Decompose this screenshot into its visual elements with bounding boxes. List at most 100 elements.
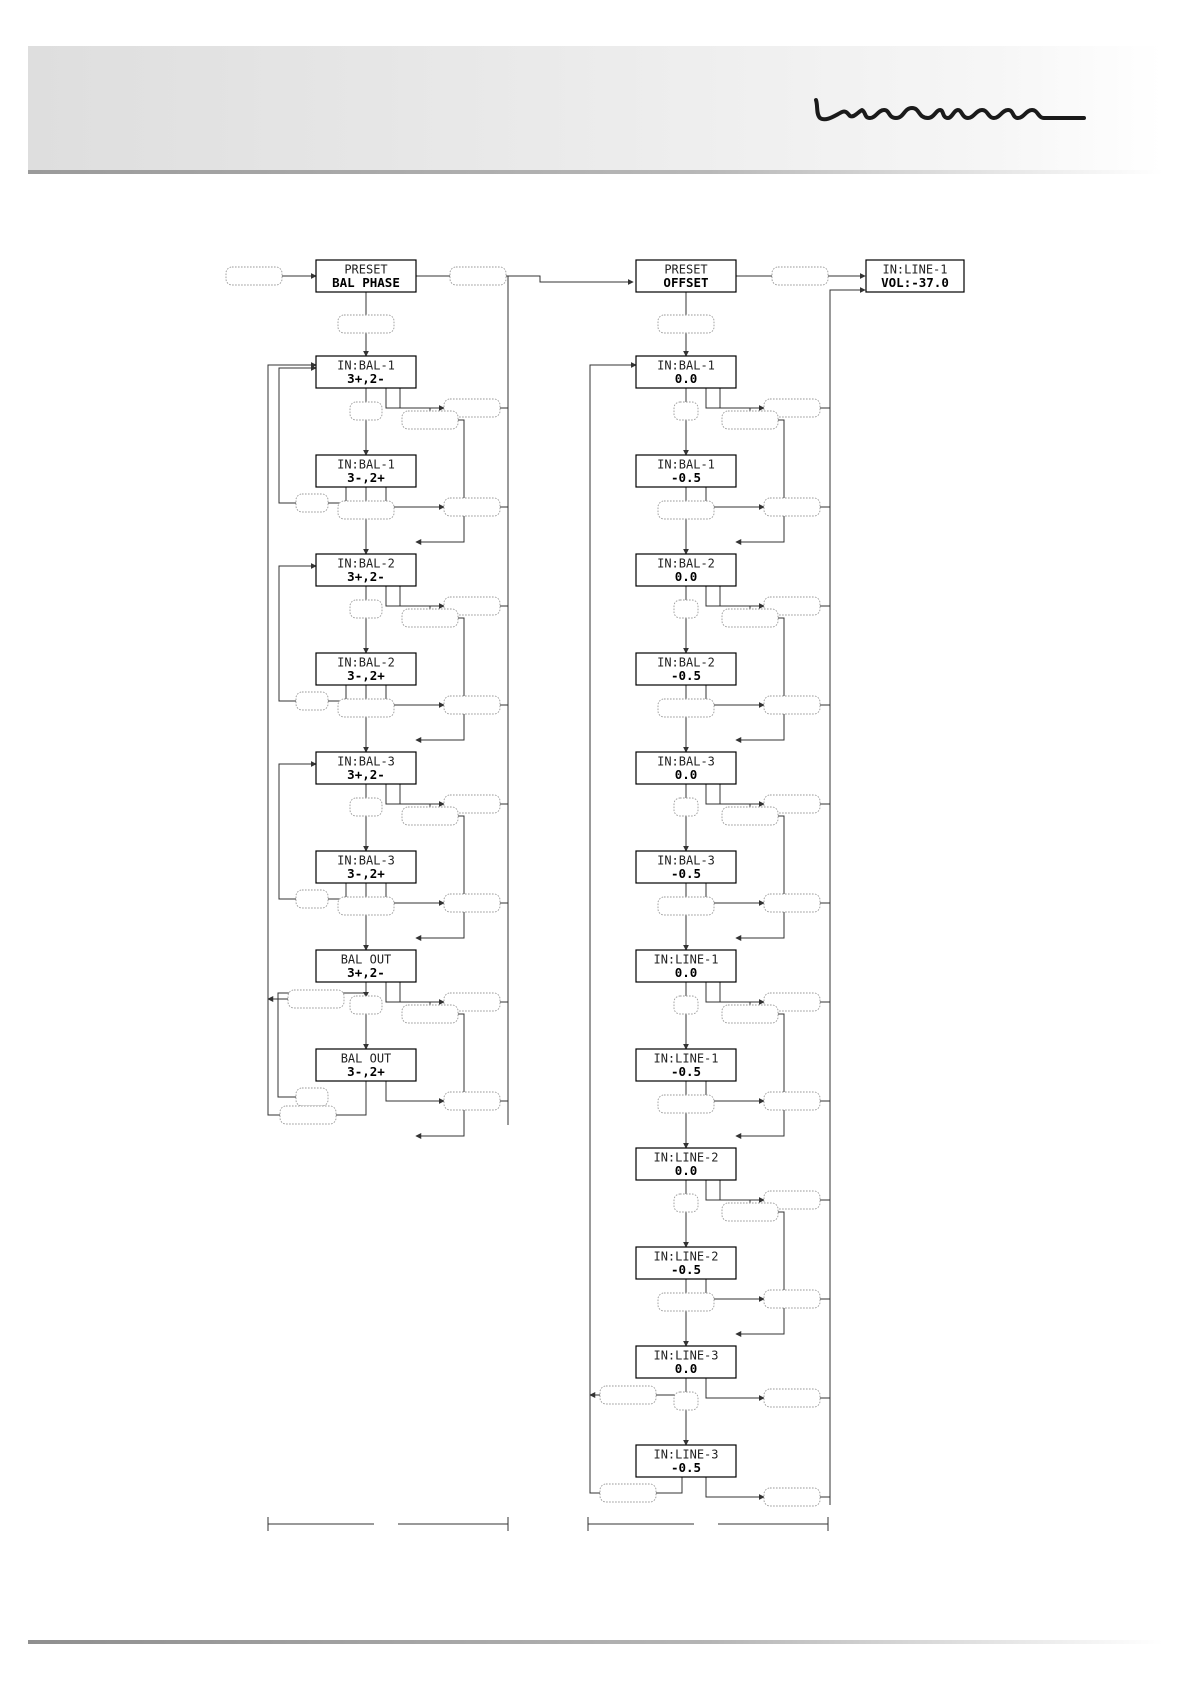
left-exit-pill bbox=[449, 266, 507, 286]
left-rail-pill-8 bbox=[443, 1091, 501, 1111]
right-to-rail-3 bbox=[705, 586, 765, 609]
right-skip-pill-1 bbox=[721, 410, 779, 430]
right-state-box-6-frame bbox=[635, 850, 737, 884]
right-skip-down-7 bbox=[735, 1013, 785, 1139]
right-skip-pill-7 bbox=[721, 1004, 779, 1024]
left-back-up-4 bbox=[278, 563, 317, 702]
left-state-box-3-frame bbox=[315, 553, 417, 587]
right-down-pill-11 bbox=[673, 1391, 699, 1411]
right-preset-box-line2: OFFSET bbox=[663, 275, 708, 290]
right-state-box-12: IN:LINE-3-0.5 bbox=[635, 1444, 737, 1478]
left-state-box-3-line2: 3+,2- bbox=[347, 569, 385, 584]
right-to-rail-9 bbox=[705, 1180, 765, 1203]
right-bottom-back bbox=[656, 1477, 683, 1494]
right-to-rail-6 bbox=[705, 883, 765, 906]
left-state-box-5-line2: 3+,2- bbox=[347, 767, 385, 782]
left-down-pill-4 bbox=[337, 698, 395, 718]
left-bottom-back bbox=[336, 1081, 367, 1116]
left-state-box-2-frame bbox=[315, 454, 417, 488]
right-to-rail-1 bbox=[705, 388, 765, 411]
left-skip-down-7 bbox=[415, 1013, 465, 1139]
right-to-rail-7 bbox=[705, 982, 765, 1005]
left-skip-1 bbox=[399, 388, 431, 411]
left-down-pill-1 bbox=[349, 401, 383, 421]
right-skip-5 bbox=[719, 784, 751, 807]
left-state-box-6-line1: IN:BAL-3 bbox=[337, 853, 395, 867]
left-back-pill-2 bbox=[295, 493, 329, 513]
left-preset-box-frame bbox=[315, 259, 417, 293]
right-to-rail-5 bbox=[705, 784, 765, 807]
right-preset-box-line1: PRESET bbox=[664, 262, 707, 276]
right-state-box-11-line1: IN:LINE-3 bbox=[653, 1348, 718, 1362]
left-state-box-4-line2: 3-,2+ bbox=[347, 668, 385, 683]
right-rail-pill-5 bbox=[763, 794, 821, 814]
left-state-box-7-frame bbox=[315, 949, 417, 983]
left-state-box-1-line1: IN:BAL-1 bbox=[337, 358, 395, 372]
right-skip-pill-9 bbox=[721, 1202, 779, 1222]
left-preset-box-line1: PRESET bbox=[344, 262, 387, 276]
right-state-box-6-line1: IN:BAL-3 bbox=[657, 853, 715, 867]
right-skip-9 bbox=[719, 1180, 751, 1203]
result-display-box-line1: IN:LINE-1 bbox=[882, 262, 947, 276]
left-entry-pill bbox=[225, 266, 283, 286]
right-bottom-pill-b bbox=[599, 1483, 657, 1503]
right-state-box-2-line1: IN:BAL-1 bbox=[657, 457, 715, 471]
right-state-box-9-frame bbox=[635, 1147, 737, 1181]
right-state-box-7-frame bbox=[635, 949, 737, 983]
header-band bbox=[28, 46, 1163, 172]
left-back-pill-6 bbox=[295, 889, 329, 909]
left-skip-pill-7 bbox=[401, 1004, 459, 1024]
right-down-pill-9 bbox=[673, 1193, 699, 1213]
right-rail-pill-3 bbox=[763, 596, 821, 616]
left-to-rail-6 bbox=[385, 883, 445, 906]
left-rail-pill-2 bbox=[443, 497, 501, 517]
right-state-box-10-frame bbox=[635, 1246, 737, 1280]
right-preset-box-frame bbox=[635, 259, 737, 293]
right-rail-pill-9 bbox=[763, 1190, 821, 1210]
right-state-box-12-line1: IN:LINE-3 bbox=[653, 1447, 718, 1461]
footer-rule bbox=[28, 1640, 1163, 1644]
right-skip-3 bbox=[719, 586, 751, 609]
right-skip-pill-3 bbox=[721, 608, 779, 628]
left-to-rail-4 bbox=[385, 685, 445, 708]
right-rail-pill-12 bbox=[763, 1487, 821, 1507]
right-skip-down-5 bbox=[735, 815, 785, 941]
left-down-pill-6 bbox=[337, 896, 395, 916]
left-rail-pill-4 bbox=[443, 695, 501, 715]
right-state-box-10-line2: -0.5 bbox=[671, 1262, 701, 1277]
left-state-box-1-line2: 3+,2- bbox=[347, 371, 385, 386]
left-down-pill bbox=[337, 314, 395, 334]
right-skip-down-9 bbox=[735, 1211, 785, 1337]
left-to-rail-8 bbox=[385, 1081, 445, 1104]
right-down-pill-2 bbox=[657, 500, 715, 520]
right-skip-down-1 bbox=[735, 419, 785, 545]
right-state-box-12-line2: -0.5 bbox=[671, 1460, 701, 1475]
left-state-box-5-line1: IN:BAL-3 bbox=[337, 754, 395, 768]
left-preset-box-line2: BAL PHASE bbox=[332, 275, 400, 290]
left-state-box-2-line2: 3-,2+ bbox=[347, 470, 385, 485]
right-state-box-1: IN:BAL-10.0 bbox=[635, 355, 737, 389]
result-display-box-frame bbox=[865, 259, 965, 293]
right-bottom-pill-a bbox=[599, 1385, 657, 1405]
left-skip-pill-5 bbox=[401, 806, 459, 826]
left-state-box-8-line1: BAL OUT bbox=[341, 1051, 392, 1065]
left-state-box-2: IN:BAL-13-,2+ bbox=[315, 454, 417, 488]
range-bars bbox=[267, 1517, 829, 1531]
right-rail-pill-4 bbox=[763, 695, 821, 715]
left-rail-pill-6 bbox=[443, 893, 501, 913]
left-outer-pill bbox=[287, 989, 345, 1009]
right-state-box-7-line1: IN:LINE-1 bbox=[653, 952, 718, 966]
right-rail-pill-1 bbox=[763, 398, 821, 418]
right-to-rail-10 bbox=[705, 1279, 765, 1302]
left-rail-pill-7 bbox=[443, 992, 501, 1012]
left-state-box-4-frame bbox=[315, 652, 417, 686]
left-inner-loop bbox=[277, 991, 369, 1098]
right-state-box-4: IN:BAL-2-0.5 bbox=[635, 652, 737, 686]
left-rail-pill-5 bbox=[443, 794, 501, 814]
left-state-box-8-frame bbox=[315, 1048, 417, 1082]
right-state-box-4-frame bbox=[635, 652, 737, 686]
